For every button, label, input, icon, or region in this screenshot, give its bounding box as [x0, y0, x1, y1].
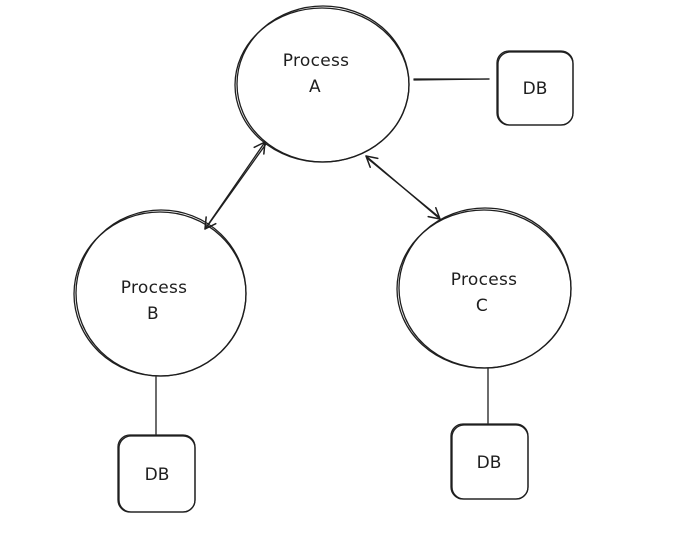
process-a-label-line1: Process — [283, 51, 350, 71]
arrow-a-b — [204, 141, 267, 230]
process-a-node[interactable]: Process A — [234, 5, 410, 163]
process-b-label-line2: B — [147, 304, 159, 324]
process-b-node[interactable]: Process B — [73, 209, 247, 377]
db-a-label: DB — [523, 79, 548, 99]
db-b-label: DB — [145, 465, 170, 485]
process-c-node[interactable]: Process C — [396, 207, 572, 369]
db-a-node[interactable]: DB — [496, 50, 574, 126]
arrow-a-c — [365, 155, 441, 220]
process-a-label-line2: A — [309, 77, 321, 97]
process-b-label-line1: Process — [121, 278, 188, 298]
connector-a-db — [413, 78, 490, 81]
process-c-label-line1: Process — [451, 270, 518, 290]
process-c-label-line2: C — [476, 296, 488, 316]
db-c-label: DB — [477, 453, 502, 473]
db-b-node[interactable]: DB — [117, 434, 196, 513]
db-c-node[interactable]: DB — [450, 423, 529, 500]
